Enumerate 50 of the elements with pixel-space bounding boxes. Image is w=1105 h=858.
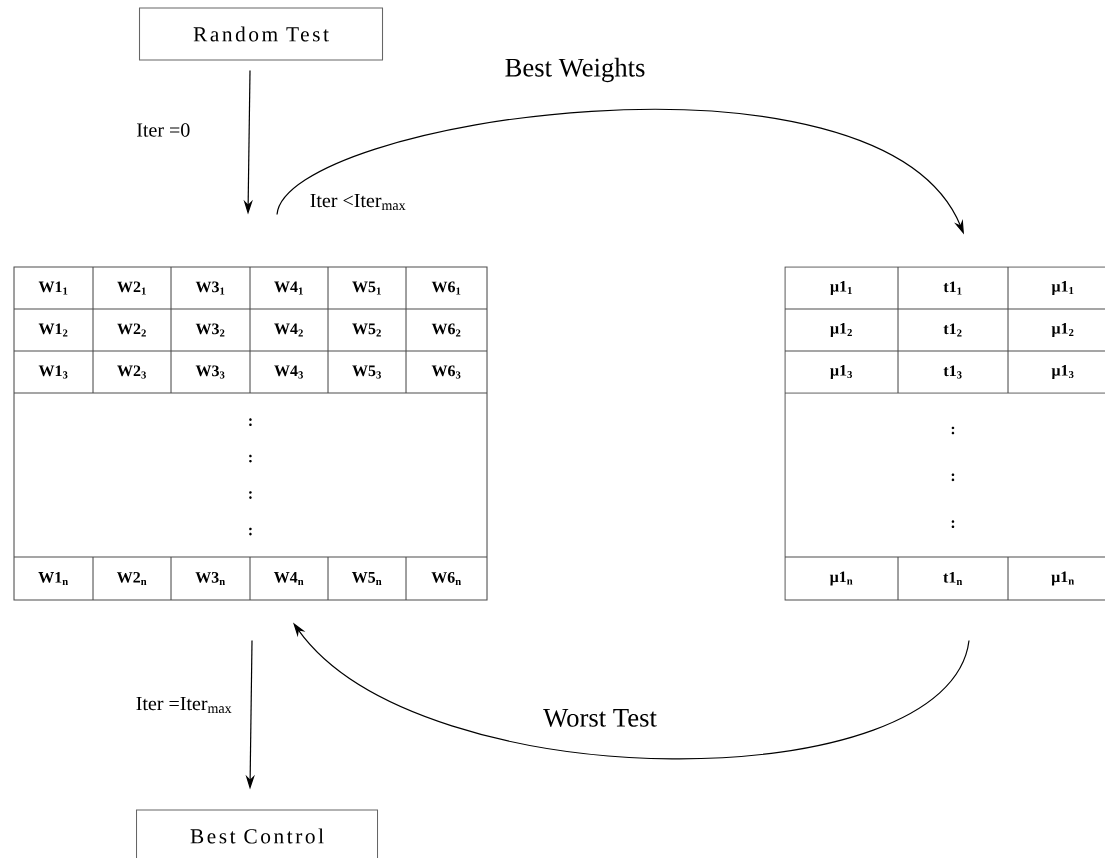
table-cell: t1$_{3}$ xyxy=(943,365,962,379)
condition-label: Iter <Iter$_{max}$ xyxy=(310,193,406,211)
process-box: Random Test xyxy=(138,7,384,61)
process-box: Best Control xyxy=(135,809,379,858)
table-cell: : xyxy=(951,473,955,482)
table-cell: : xyxy=(249,454,252,463)
table-cell: : xyxy=(951,426,955,435)
table-cell: W3$_{n}$ xyxy=(195,572,225,585)
table-cell: W6$_{1}$ xyxy=(431,281,461,295)
table-cell: W2$_{1}$ xyxy=(117,281,146,295)
table-cell: W4$_{3}$ xyxy=(274,365,303,379)
table-cell: μ1$_{1}$ xyxy=(1051,281,1074,295)
table-cell: t1$_{1}$ xyxy=(943,281,962,295)
table-cell: W1$_{2}$ xyxy=(38,323,68,337)
table-cell: μ1$_{3}$ xyxy=(1051,365,1074,379)
table-cell: W5$_{1}$ xyxy=(352,281,381,295)
table-cell: W6$_{3}$ xyxy=(431,365,461,379)
table-cell: W3$_{3}$ xyxy=(195,365,225,379)
table-cell: μ1$_{2}$ xyxy=(830,323,852,337)
table-cell: : xyxy=(951,520,955,529)
edge-label: Worst Test xyxy=(543,709,657,727)
table-cell: μ1$_{3}$ xyxy=(830,365,852,379)
table-cell: W1$_{1}$ xyxy=(38,281,68,295)
table-cell: W5$_{2}$ xyxy=(352,323,381,337)
edge-label: Iter =0 xyxy=(137,123,190,137)
edge-label: Best Weights xyxy=(505,57,645,83)
table-cell: W3$_{1}$ xyxy=(195,281,225,295)
table-cell: μ1$_{n}$ xyxy=(829,571,853,586)
table-cell: W4$_{1}$ xyxy=(274,281,303,295)
table-cell: t1$_{2}$ xyxy=(943,323,962,337)
table-cell: W5$_{n}$ xyxy=(351,572,382,585)
table-cell: W1$_{n}$ xyxy=(38,572,68,585)
table-cell: W6$_{2}$ xyxy=(431,323,461,337)
table-cell: : xyxy=(249,418,252,427)
table-cell: W4$_{2}$ xyxy=(274,323,303,337)
table-cell: : xyxy=(249,527,252,536)
table-cell: W3$_{2}$ xyxy=(195,323,225,337)
edge-label: Iter =Iter$_{max}$ xyxy=(136,696,232,714)
table-cell: W4$_{n}$ xyxy=(273,572,304,585)
table-cell: W2$_{n}$ xyxy=(116,572,147,585)
table-cell: t1$_{n}$ xyxy=(943,572,963,585)
table-cell: μ1$_{2}$ xyxy=(1051,323,1074,337)
table-cell: μ1$_{1}$ xyxy=(830,281,852,295)
table-cell: W1$_{3}$ xyxy=(38,365,68,379)
table-cell: : xyxy=(249,491,252,499)
table-cell: W2$_{3}$ xyxy=(117,365,146,379)
table-cell: μ1$_{n}$ xyxy=(1051,571,1074,586)
table-cell: W5$_{3}$ xyxy=(352,365,381,379)
table-cell: W2$_{2}$ xyxy=(117,323,146,337)
table-cell: W6$_{n}$ xyxy=(431,572,461,585)
